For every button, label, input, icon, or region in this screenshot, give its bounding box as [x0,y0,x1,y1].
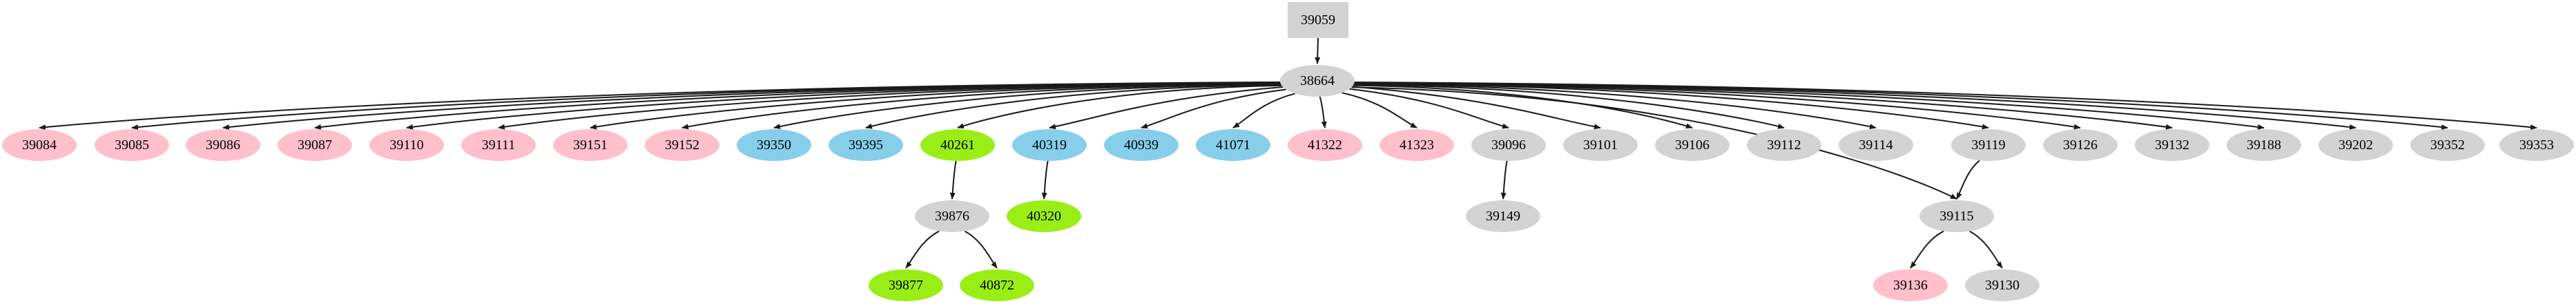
graph-node-40939[interactable]: 40939 [1104,129,1179,161]
graph-node-label: 39876 [935,209,969,224]
graph-node-label: 39395 [849,137,883,153]
graph-node-39110[interactable]: 39110 [369,129,444,161]
graph-node-40320[interactable]: 40320 [1007,200,1081,232]
graph-node-39096[interactable]: 39096 [1471,129,1546,161]
graph-node-label: 39114 [1859,137,1893,153]
graph-node-39126[interactable]: 39126 [2043,129,2118,161]
graph-node-39202[interactable]: 39202 [2318,129,2393,161]
graph-node-39085[interactable]: 39085 [95,129,169,161]
graph-node-39130[interactable]: 39130 [1965,269,2040,301]
graph-node-39059[interactable]: 39059 [1288,2,1348,38]
graph-node-label: 39126 [2063,137,2098,153]
graph-node-38664[interactable]: 38664 [1280,65,1355,97]
graph-node-39132[interactable]: 39132 [2135,129,2209,161]
graph-node-label: 40319 [1032,137,1067,153]
graph-node-label: 40320 [1027,209,1061,224]
graph-node-label: 39136 [1893,278,1928,293]
graph-node-39188[interactable]: 39188 [2227,129,2301,161]
graph-node-label: 40939 [1124,137,1159,153]
graph-node-39877[interactable]: 39877 [869,269,943,301]
graph-node-39876[interactable]: 39876 [915,200,989,232]
graph-node-label: 39151 [573,137,608,153]
graph-node-label: 39119 [1971,137,2006,153]
graph-node-39086[interactable]: 39086 [186,129,260,161]
graph-node-label: 39202 [2338,137,2373,153]
graph-node-label: 40872 [980,278,1014,293]
graph-node-39084[interactable]: 39084 [2,129,77,161]
graph-node-39087[interactable]: 39087 [278,129,352,161]
graph-node-label: 39188 [2247,137,2281,153]
graph-node-label: 40261 [940,137,975,153]
graph-node-label: 39106 [1675,137,1710,153]
graph-node-39151[interactable]: 39151 [553,129,628,161]
graph-node-41071[interactable]: 41071 [1196,129,1270,161]
graph-node-label: 39084 [22,137,57,153]
graph-node-39114[interactable]: 39114 [1839,129,1913,161]
graph-node-39115[interactable]: 39115 [1919,200,1994,232]
graph-node-label: 39101 [1583,137,1618,153]
graph-node-39353[interactable]: 39353 [2499,129,2574,161]
graph-node-41322[interactable]: 41322 [1288,129,1362,161]
graph-node-label: 39085 [115,137,149,153]
graph-node-39112[interactable]: 39112 [1747,129,1821,161]
graph-node-label: 39130 [1985,278,2020,293]
graph-node-40872[interactable]: 40872 [960,269,1034,301]
graph-node-label: 39110 [389,137,424,153]
graph-node-39106[interactable]: 39106 [1655,129,1730,161]
graph-node-label: 41071 [1216,137,1250,153]
graph-node-label: 39152 [665,137,699,153]
graph-node-label: 39096 [1491,137,1526,153]
graph-node-label: 39149 [1486,209,1520,224]
graph-node-label: 39112 [1767,137,1801,153]
graph-node-label: 39877 [889,278,923,293]
graph-node-label: 39086 [206,137,240,153]
graph-node-39111[interactable]: 39111 [461,129,536,161]
graph-node-label: 39352 [2430,137,2465,153]
graph-node-label: 41322 [1308,137,1342,153]
graph-node-39350[interactable]: 39350 [737,129,811,161]
graph-node-39149[interactable]: 39149 [1466,200,1540,232]
graph-node-label: 39132 [2155,137,2189,153]
graph-node-39101[interactable]: 39101 [1563,129,1638,161]
graph-node-40261[interactable]: 40261 [920,129,995,161]
graph-node-39152[interactable]: 39152 [645,129,719,161]
graph-node-41323[interactable]: 41323 [1379,129,1454,161]
graph-node-label: 38664 [1300,73,1335,88]
graph-node-label: 39350 [757,137,791,153]
graph-node-label: 39115 [1939,209,1974,224]
graph-node-40319[interactable]: 40319 [1012,129,1087,161]
graph-node-label: 39087 [298,137,332,153]
graph-node-39119[interactable]: 39119 [1951,129,2026,161]
graph-node-39136[interactable]: 39136 [1873,269,1948,301]
graph-node-label: 39353 [2519,137,2554,153]
graph-node-label: 41323 [1400,137,1434,153]
graph-node-39395[interactable]: 39395 [829,129,903,161]
graph-node-label: 39111 [481,137,516,153]
graph-node-label: 39059 [1301,12,1335,28]
graph-node-39352[interactable]: 39352 [2410,129,2485,161]
